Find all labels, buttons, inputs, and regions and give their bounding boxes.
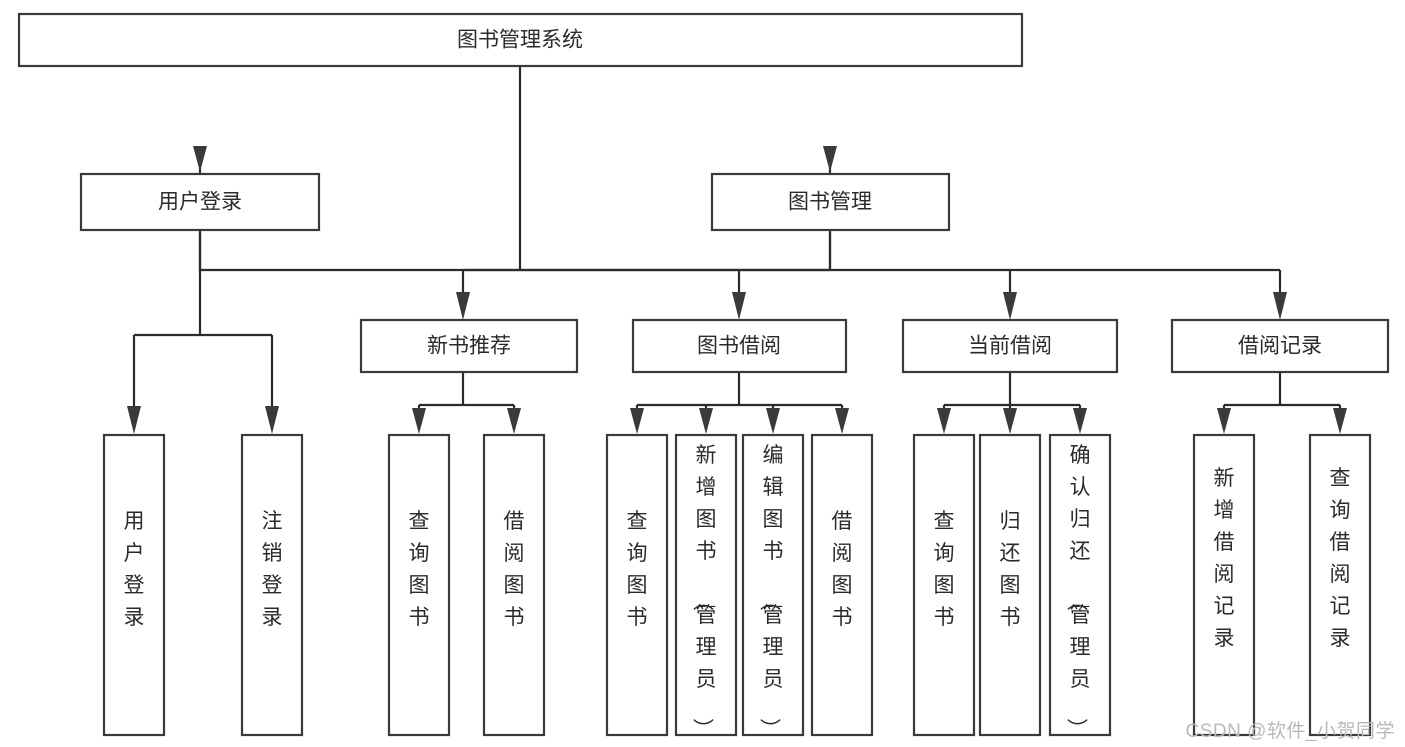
leaf-logout-login-box[interactable] <box>240 433 304 737</box>
node-new-book-recommend[interactable]: 新书推荐 <box>359 318 579 374</box>
leaf-query-record-label: 查询借阅记录 <box>1330 467 1351 650</box>
leaf-node-add-record[interactable]: 新增借阅记录 <box>1192 433 1256 737</box>
arrow-to-leaf-borrow-book-2 <box>835 408 849 434</box>
leaf-edit-book-box[interactable] <box>741 433 805 737</box>
leaf-query-book-2-label: 查询图书 <box>627 510 648 629</box>
leaf-node-query-record[interactable]: 查询借阅记录 <box>1308 433 1372 737</box>
arrow-to-leaf-user-login <box>127 406 141 434</box>
arrow-to-borrow-record <box>1273 292 1287 320</box>
leaf-return-book-label: 归还图书 <box>1000 510 1021 629</box>
node-book-borrow-label: 图书借阅 <box>697 335 781 358</box>
leaf-node-query-book-1[interactable]: 查询图书 <box>387 433 451 737</box>
node-book-borrow[interactable]: 图书借阅 <box>631 318 848 374</box>
arrow-to-new-book-recommend <box>456 292 470 320</box>
connector-group-new-book-to-leaves <box>412 372 521 434</box>
arrow-to-leaf-confirm-return <box>1073 408 1087 434</box>
arrow-to-leaf-logout-login <box>265 406 279 434</box>
connector-group-book-management-to-level3 <box>456 230 1287 320</box>
leaf-user-login-box[interactable] <box>102 433 166 737</box>
leaf-user-login-label: 用户登录 <box>124 510 145 629</box>
leaf-add-record-box[interactable] <box>1192 433 1256 737</box>
node-current-borrow-label: 当前借阅 <box>968 335 1052 358</box>
arrow-to-user-login <box>193 146 207 172</box>
leaf-node-add-book[interactable]: 新增图书（管理员） <box>674 433 738 739</box>
leaf-query-book-1-label: 查询图书 <box>409 510 430 629</box>
node-new-book-recommend-label: 新书推荐 <box>427 335 511 358</box>
connector-group-current-borrow-to-leaves <box>937 372 1087 434</box>
leaf-node-edit-book[interactable]: 编辑图书（管理员） <box>741 433 805 739</box>
arrow-to-leaf-return-book <box>1003 408 1017 434</box>
arrow-to-book-management <box>823 146 837 172</box>
leaf-borrow-book-1-box[interactable] <box>482 433 546 737</box>
node-borrow-record-box[interactable] <box>1170 318 1390 374</box>
leaf-node-borrow-book-1[interactable]: 借阅图书 <box>482 433 546 737</box>
node-root-box[interactable] <box>17 12 1024 68</box>
leaf-borrow-book-2-box[interactable] <box>810 433 874 737</box>
leaf-edit-book-label: 编辑图书（管理员） <box>758 444 784 739</box>
leaf-node-confirm-return[interactable]: 确认归还（管理员） <box>1048 433 1112 739</box>
leaf-add-book-label: 新增图书（管理员） <box>691 444 717 739</box>
leaf-add-record-label: 新增借阅记录 <box>1214 467 1235 650</box>
connector-group-root-to-level2 <box>193 66 837 272</box>
leaf-return-book-box[interactable] <box>978 433 1042 737</box>
node-root-book-management-system[interactable]: 图书管理系统 <box>17 12 1024 68</box>
node-current-borrow-box[interactable] <box>901 318 1119 374</box>
leaf-node-borrow-book-2[interactable]: 借阅图书 <box>810 433 874 737</box>
arrow-to-leaf-borrow-book-1 <box>507 408 521 434</box>
leaf-confirm-return-label: 确认归还（管理员） <box>1065 444 1091 739</box>
leaf-add-book-box[interactable] <box>674 433 738 737</box>
leaf-confirm-return-box[interactable] <box>1048 433 1112 737</box>
node-book-management-label: 图书管理 <box>788 191 872 214</box>
arrow-to-leaf-query-record <box>1333 408 1347 434</box>
connector-group-user-login-to-leaves <box>127 230 279 434</box>
leaf-query-record-box[interactable] <box>1308 433 1372 737</box>
leaf-borrow-book-1-label: 借阅图书 <box>504 510 525 629</box>
connector-group-book-borrow-to-leaves <box>630 372 849 434</box>
leaf-node-query-book-3[interactable]: 查询图书 <box>912 433 976 737</box>
arrow-to-book-borrow <box>732 292 746 320</box>
connector-group-borrow-record-to-leaves <box>1217 372 1347 434</box>
node-user-login[interactable]: 用户登录 <box>79 172 321 232</box>
arrow-to-leaf-query-book-3 <box>937 408 951 434</box>
node-current-borrow[interactable]: 当前借阅 <box>901 318 1119 374</box>
leaf-query-book-3-box[interactable] <box>912 433 976 737</box>
node-book-management-box[interactable] <box>710 172 951 232</box>
node-root-label: 图书管理系统 <box>457 29 583 52</box>
node-borrow-record-label: 借阅记录 <box>1238 335 1322 358</box>
leaf-node-user-login[interactable]: 用户登录 <box>102 433 166 737</box>
arrow-to-leaf-add-record <box>1217 408 1231 434</box>
node-book-management[interactable]: 图书管理 <box>710 172 951 232</box>
leaf-borrow-book-2-label: 借阅图书 <box>832 510 853 629</box>
arrow-to-leaf-add-book <box>699 408 713 434</box>
leaf-query-book-1-box[interactable] <box>387 433 451 737</box>
arrow-to-leaf-query-book-1 <box>412 408 426 434</box>
arrow-to-leaf-query-book-2 <box>630 408 644 434</box>
leaf-node-query-book-2[interactable]: 查询图书 <box>605 433 669 737</box>
leaf-query-book-3-label: 查询图书 <box>934 510 955 629</box>
leaf-node-return-book[interactable]: 归还图书 <box>978 433 1042 737</box>
node-user-login-box[interactable] <box>79 172 321 232</box>
node-book-borrow-box[interactable] <box>631 318 848 374</box>
node-user-login-label: 用户登录 <box>158 191 242 214</box>
arrow-to-current-borrow <box>1003 292 1017 320</box>
node-new-book-recommend-box[interactable] <box>359 318 579 374</box>
csdn-watermark: CSDN @软件_小贺同学 <box>1185 721 1395 742</box>
node-borrow-record[interactable]: 借阅记录 <box>1170 318 1390 374</box>
arrow-to-leaf-edit-book <box>766 408 780 434</box>
leaf-node-logout-login[interactable]: 注销登录 <box>240 433 304 737</box>
leaf-logout-login-label: 注销登录 <box>262 510 283 629</box>
leaf-query-book-2-box[interactable] <box>605 433 669 737</box>
